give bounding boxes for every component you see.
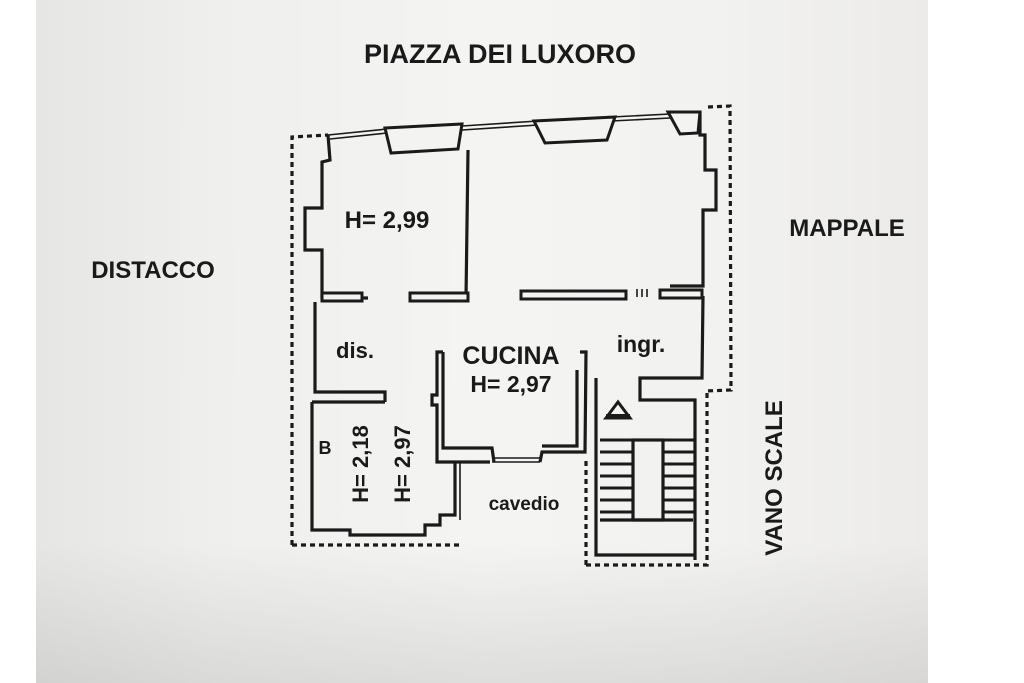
room-dis-walls — [313, 295, 705, 560]
street-label: PIAZZA DEI LUXORO — [364, 39, 636, 69]
room-bagno-walls — [310, 400, 461, 537]
stair-side-label: VANO SCALE — [761, 400, 788, 556]
room-bagno-height-1: H= 2,18 — [348, 425, 373, 503]
room-bagno-height-2: H= 2,97 — [390, 425, 415, 503]
stairwell — [594, 378, 695, 557]
room-dis-label: dis. — [336, 338, 374, 363]
window-2 — [531, 115, 618, 145]
right-side-label: MAPPALE — [789, 215, 905, 242]
room-cucina-label: CUCINA — [462, 342, 559, 370]
paper-sheet — [36, 0, 928, 683]
entrance-triangle-icon — [603, 399, 633, 420]
stair-steps-right — [663, 438, 695, 514]
room-ingr-label: ingr. — [617, 331, 666, 357]
room-bagno-label: B — [319, 438, 332, 458]
room-cucina-height: H= 2,97 — [470, 371, 551, 397]
window-1 — [383, 122, 464, 155]
room-soggiorno-walls — [519, 112, 718, 301]
left-side-label: DISTACCO — [91, 257, 215, 284]
room-cavedio-label: cavedio — [489, 494, 560, 515]
window-3 — [665, 110, 702, 136]
stair-steps-left — [600, 438, 633, 514]
front-wall — [327, 110, 702, 155]
room-camera-walls — [303, 134, 470, 303]
property-boundary — [290, 104, 733, 567]
room-cucina-walls — [430, 350, 588, 464]
room-camera-height: H= 2,99 — [345, 207, 430, 234]
